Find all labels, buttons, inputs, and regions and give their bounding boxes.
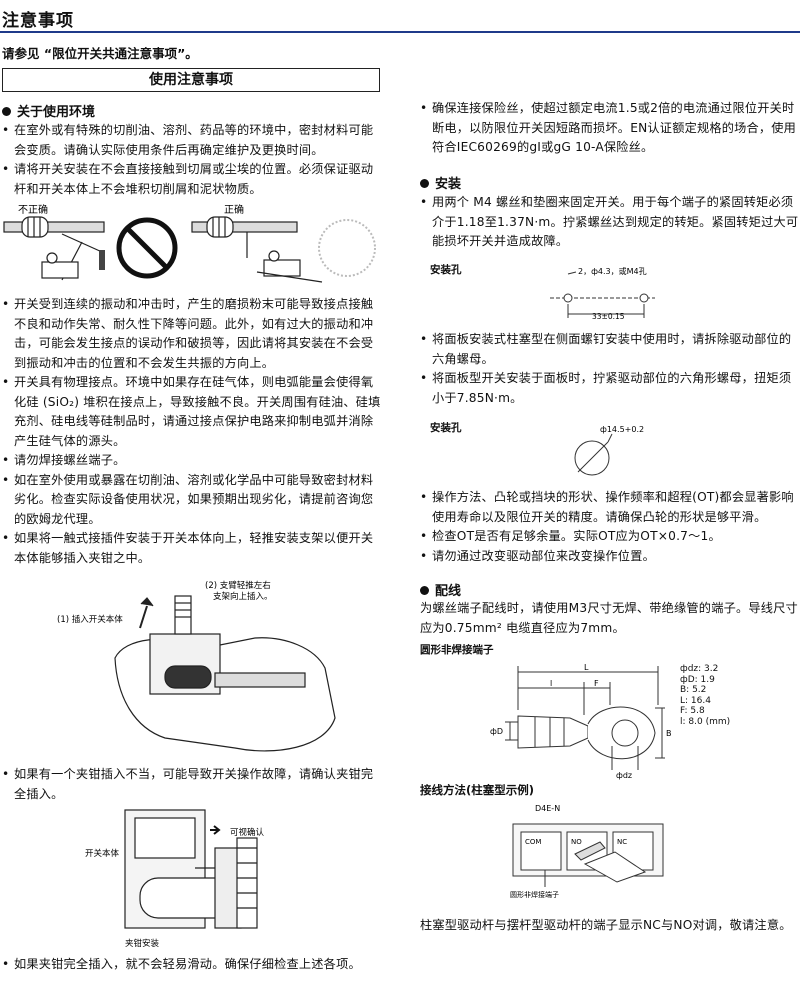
wrong-install-drawing — [3, 216, 105, 281]
com-label: COM — [525, 838, 541, 846]
installation-figure: 不正确 正确 — [3, 203, 376, 283]
terminal-title: 圆形非焊接端子 — [420, 644, 494, 656]
no-label: NO — [571, 838, 582, 846]
dim-F: F — [594, 679, 599, 688]
dim-dz: фdz — [616, 771, 632, 780]
list-item: 将面板型开关安装于面板时，拧紧驱动部位的六角形螺母，扭矩须小于7.85N·m。 — [420, 369, 800, 408]
install-heading: 安装 — [420, 173, 461, 192]
spec-line: L: 16.4 — [680, 695, 711, 706]
dim-L: L — [584, 663, 589, 672]
spec-line: фdz: 3.2 — [680, 664, 719, 674]
hole2-title: 安装孔 — [430, 422, 462, 434]
prohibited-icon — [116, 217, 178, 279]
push-arm-label-1: (2) 支臂轻推左右 — [205, 580, 271, 591]
wiring-text: 为螺丝端子配线时，请使用M3尺寸无焊、带绝缘管的端子。导线尺寸应为0.75mm²… — [420, 601, 798, 635]
list-item: 开关具有物理接点。环境中如果存在硅气体，则电弧能量会使得氧化硅 (SiO₂) 堆… — [2, 373, 382, 451]
install-text: 用两个 M4 螺丝和垫圈来固定开关。用于每个端子的紧固转矩必须介于1.18至1.… — [420, 193, 800, 252]
clamp-label: 夹钳安装 — [125, 938, 160, 949]
mounting-hole-drawing-2: ф14.5+0.2 — [574, 425, 644, 476]
connection-drawing: D4E-N COM NO NC 圆形非焊接端子 — [510, 804, 664, 899]
dotted-circle-icon — [318, 219, 376, 277]
nc-label: NC — [617, 838, 627, 846]
hole-diameter: ф14.5+0.2 — [600, 425, 644, 434]
list-item: 如果有一个夹钳插入不当，可能导致开关操作故障，请确认夹钳完全插入。 — [2, 765, 382, 804]
model-label: D4E-N — [535, 804, 560, 813]
intro-text: 请参见 “限位开关共通注意事项”。 — [2, 46, 198, 61]
env-bullets: 在室外或有特殊的切削油、溶剂、药品等的环境中，密封材料可能会变质。请确认实际使用… — [2, 121, 382, 199]
list-item: 开关受到连续的振动和冲击时，产生的磨损粉末可能导致接点接触不良和动作失常、耐久性… — [2, 295, 382, 373]
wiring-heading: 配线 — [420, 580, 461, 599]
env-heading: 关于使用环境 — [2, 101, 95, 120]
switch-clamp-drawing — [124, 809, 258, 929]
list-item: 如果夹钳完全插入，就不会轻易滑动。确保仔细检查上述各项。 — [2, 955, 382, 975]
fuse-note: 确保连接保险丝，使超过额定电流1.5或2倍的电流通过限位开关时断电，以防限位开关… — [420, 99, 800, 158]
list-item: 检查OT是否有足够余量。实际OT应为OT×0.7〜1。 — [420, 527, 800, 547]
terminal-specs: фdz: 3.2 фD: 1.9 B: 5.2 L: 16.4 F: 5.8 l… — [680, 664, 730, 727]
dim-l: l — [550, 679, 552, 688]
list-item: 请勿焊接螺丝端子。 — [2, 451, 382, 471]
switch-body-label: 开关本体 — [85, 848, 120, 859]
list-item: 操作方法、凸轮或挡块的形状、操作频率和超程(OT)都会显著影响使用寿命以及限位开… — [420, 488, 800, 527]
arrow-icon — [210, 825, 221, 835]
mounting-hole-drawing-1: 2，ф4.3，或M4孔 33±0.15 — [550, 266, 655, 321]
ring-terminal-drawing: L l F фD фdz B — [490, 663, 672, 780]
list-item: 请将开关安装在不会直接接触到切屑或尘埃的位置。必须保证驱动杆和开关本体上不会堆积… — [2, 160, 382, 199]
hand-switch-drawing — [114, 595, 336, 752]
final-left: 如果夹钳完全插入，就不会轻易滑动。确保仔细检查上述各项。 — [2, 955, 382, 975]
push-arm-label-2: 支架向上插入。 — [213, 591, 273, 602]
operation-bullets: 操作方法、凸轮或挡块的形状、操作频率和超程(OT)都会显著影响使用寿命以及限位开… — [420, 488, 800, 566]
mid-bullets: 开关受到连续的振动和冲击时，产生的磨损粉末可能导致接点接触不良和动作失常、耐久性… — [2, 295, 382, 568]
list-item: 如果将一触式接插件安装于开关本体向上，轻推安装支架以便开关本体能够插入夹钳之中。 — [2, 529, 382, 568]
right-label: 正确 — [224, 203, 244, 216]
insertion-figure: (1) 插入开关本体 (2) 支臂轻推左右 支架向上插入。 — [57, 580, 336, 752]
bullet-dot-icon — [420, 586, 429, 595]
right-install-drawing — [191, 216, 323, 283]
spec-line: F: 5.8 — [680, 706, 705, 716]
spec-line: фD: 1.9 — [680, 674, 715, 685]
page-title: 注意事项 — [2, 11, 74, 31]
dim-D: фD — [490, 727, 503, 736]
bullet-dot-icon — [2, 107, 11, 116]
panel-bullets: 将面板安装式柱塞型在侧面螺钉安装中使用时，请拆除驱动部位的六角螺母。 将面板型开… — [420, 330, 800, 408]
hole-note: 2，ф4.3，或M4孔 — [578, 266, 647, 276]
connection-title: 接线方法(柱塞型示例) — [420, 783, 535, 797]
wrong-label: 不正确 — [18, 203, 48, 216]
spec-line: B: 5.2 — [680, 685, 707, 695]
hole1-title: 安装孔 — [430, 264, 462, 276]
visual-confirm-label: 可视确认 — [230, 827, 265, 838]
title-rule — [0, 31, 800, 33]
clamp-figure: 可视确认 开关本体 夹钳安装 — [85, 809, 265, 949]
list-item: 在室外或有特殊的切削油、溶剂、药品等的环境中，密封材料可能会变质。请确认实际使用… — [2, 121, 382, 160]
insert-body-label: (1) 插入开关本体 — [57, 614, 123, 625]
list-item: 请勿通过改变驱动部位来改变操作位置。 — [420, 547, 800, 567]
list-item: 用两个 M4 螺丝和垫圈来固定开关。用于每个端子的紧固转矩必须介于1.18至1.… — [420, 193, 800, 252]
spec-line: l: 8.0 (mm) — [680, 716, 731, 727]
section-box-heading: 使用注意事项 — [2, 68, 380, 92]
bullet-dot-icon — [420, 179, 429, 188]
list-item: 如在室外使用或暴露在切削油、溶剂或化学品中可能导致密封材料劣化。检查实际设备使用… — [2, 471, 382, 530]
dim-B: B — [666, 729, 672, 738]
list-item: 将面板安装式柱塞型在侧面螺钉安装中使用时，请拆除驱动部位的六角螺母。 — [420, 330, 800, 369]
hole-dimension: 33±0.15 — [592, 312, 625, 321]
fig2-note: 如果有一个夹钳插入不当，可能导致开关操作故障，请确认夹钳完全插入。 — [2, 765, 382, 804]
list-item: 确保连接保险丝，使超过额定电流1.5或2倍的电流通过限位开关时断电，以防限位开关… — [420, 99, 800, 158]
terminal-caption: 圆形非焊接端子 — [510, 890, 559, 899]
final-note: 柱塞型驱动杆与摆杆型驱动杆的端子显示NC与NO对调，敬请注意。 — [420, 918, 792, 932]
